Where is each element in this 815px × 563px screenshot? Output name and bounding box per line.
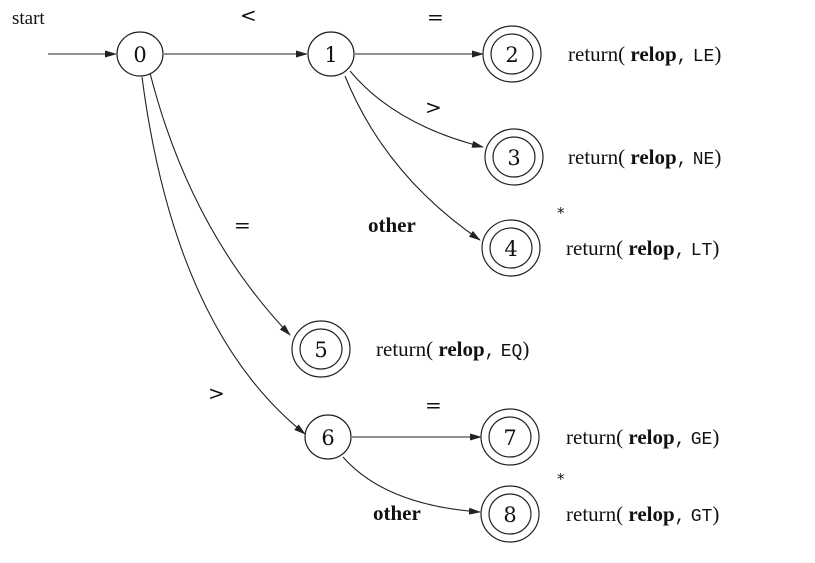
state-label: 8	[503, 503, 516, 527]
edge-label-6-8: other	[373, 501, 421, 525]
state-7: 7	[480, 408, 540, 466]
edge-label-1-4: other	[368, 213, 416, 237]
edge-1-4	[344, 75, 481, 241]
state-label: 4	[504, 237, 517, 261]
action-return-ge: return( relop, GE)	[566, 425, 719, 450]
state-2: 2	[482, 25, 542, 83]
action-return-eq: return( relop, EQ)	[376, 337, 529, 362]
edge-0-6	[141, 76, 306, 435]
edge-label-0-5: =	[234, 213, 251, 237]
state-3: 3	[484, 128, 544, 186]
edge-label-0-6: >	[208, 381, 225, 405]
action-return-gt: return( relop, GT)	[566, 502, 719, 527]
edge-label-1-2: =	[427, 5, 444, 29]
state-1: 1	[307, 31, 355, 77]
edge-label-6-7: =	[425, 393, 442, 417]
retract-mark: *	[557, 470, 565, 488]
state-label: 2	[505, 43, 518, 67]
state-label: 7	[503, 426, 516, 450]
edge-1-3	[349, 70, 484, 148]
state-label: 3	[507, 146, 520, 170]
retract-mark: *	[557, 204, 565, 222]
state-4: 4	[481, 219, 541, 277]
edge-label-1-3: >	[425, 95, 442, 119]
start-label: start	[12, 8, 45, 29]
action-return-le: return( relop, LE)	[568, 42, 721, 67]
state-8: 8	[480, 485, 540, 543]
action-return-lt: return( relop, LT)	[566, 236, 719, 261]
action-return-ne: return( relop, NE)	[568, 145, 721, 170]
state-label: 6	[321, 426, 334, 450]
state-label: 1	[324, 43, 337, 67]
edge-label-0-1: <	[240, 3, 257, 27]
state-6: 6	[304, 414, 352, 460]
state-0: 0	[116, 31, 164, 77]
edge-6-8	[342, 456, 481, 515]
state-label: 5	[314, 338, 327, 362]
state-5: 5	[291, 320, 351, 378]
state-label: 0	[133, 43, 146, 67]
edge-0-5	[149, 72, 291, 336]
